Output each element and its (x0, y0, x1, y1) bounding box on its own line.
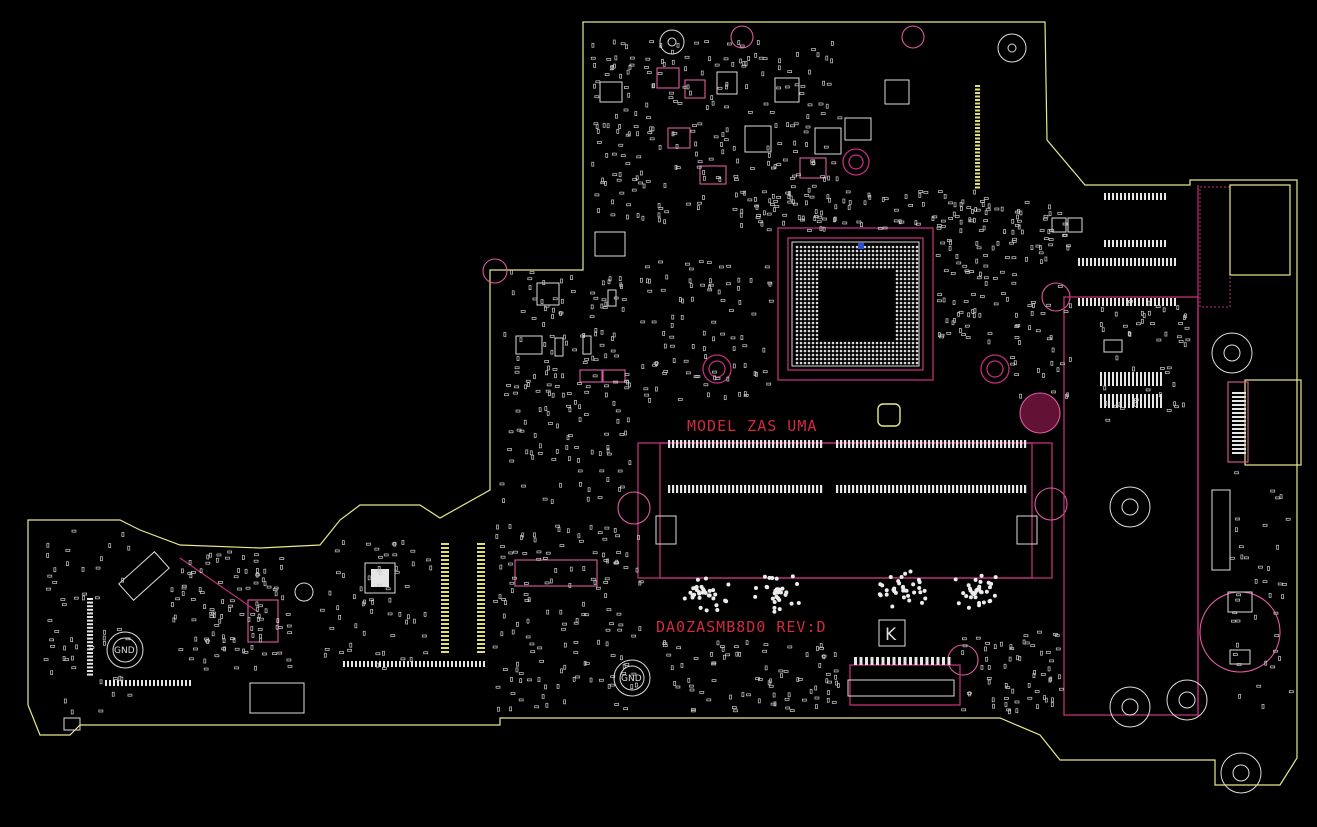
svg-text:GND: GND (621, 674, 642, 684)
mount-hole-cpu-right (980, 354, 1010, 384)
mount-hole-right-2 (1109, 486, 1151, 528)
dimm-slot (637, 440, 1053, 579)
via-ring (1020, 393, 1060, 433)
model-label: MODEL ZAS UMA (687, 417, 817, 435)
mount-hole-right-1 (1211, 332, 1253, 374)
gnd-mount-hole-left: GND (106, 631, 144, 669)
via-clusters (682, 569, 998, 614)
mount-hole-right-3 (1109, 686, 1151, 728)
mount-hole-small (294, 582, 314, 602)
via-ring (1019, 392, 1061, 434)
gnd-mount-hole-center: GND (613, 659, 651, 697)
part-number-label: DA0ZASMB8D0 REV:D (656, 618, 827, 636)
mount-hole-cpu-left (702, 354, 732, 384)
cpu-bga (777, 227, 934, 381)
bottom-connector (847, 657, 961, 706)
via-ring (482, 258, 508, 284)
connector-pins-left (87, 543, 485, 686)
connector-pins-right (1078, 193, 1246, 454)
mount-hole-top-right (997, 33, 1027, 63)
power-components-top (515, 67, 910, 383)
connector-pins-top-right (975, 85, 980, 189)
mark-k: K (878, 619, 906, 647)
via-ring (1034, 487, 1068, 521)
via-ring (617, 491, 651, 525)
mount-hole-right-4 (1166, 679, 1208, 721)
svg-text:GND: GND (114, 646, 135, 656)
smd-components (43, 39, 1294, 715)
via-ring (947, 644, 979, 676)
via-ring (730, 25, 754, 49)
left-area-components (63, 551, 598, 731)
via-ring (901, 25, 925, 49)
svg-text:K: K (885, 625, 897, 645)
right-region (1051, 184, 1302, 716)
test-pad (877, 403, 901, 427)
mount-hole-right-5 (1220, 752, 1262, 794)
